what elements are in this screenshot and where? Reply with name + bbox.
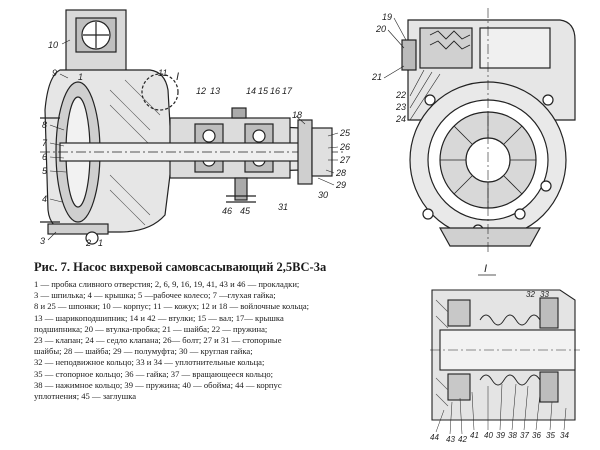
callout-34: 34	[560, 431, 569, 440]
callout-9: 9	[52, 68, 57, 78]
callout-10: 10	[48, 40, 58, 50]
callout-46: 46	[222, 206, 232, 216]
callout-25: 25	[339, 128, 351, 138]
callout-32: 32	[526, 290, 535, 299]
callout-21: 21	[371, 72, 382, 82]
end-view-leader-lines	[383, 17, 441, 121]
detail-view	[430, 289, 580, 421]
callout-1-top: 1	[78, 72, 83, 82]
callout-14: 14	[246, 86, 256, 96]
callout-42: 42	[458, 435, 467, 444]
section-mark-detail: I	[484, 263, 487, 275]
main-leader-lines	[47, 39, 339, 241]
callout-4: 4	[42, 194, 47, 204]
callout-27: 27	[339, 155, 351, 165]
callout-40: 40	[484, 431, 493, 440]
callout-39: 39	[496, 431, 505, 440]
callout-38: 38	[508, 431, 517, 440]
callout-22: 22	[395, 90, 406, 100]
legend-line: уплотнения; 45 — заглушка	[34, 391, 137, 402]
legend-line: 23 — клапан; 24 — седло клапана; 26— бол…	[34, 335, 282, 346]
callout-13: 13	[210, 86, 220, 96]
callout-43: 43	[446, 435, 455, 444]
main-callouts: 10 9 1 11 13 12 14 15 16 17 8 7 6 5 4 18…	[40, 40, 351, 248]
section-mark-main: I	[176, 71, 179, 83]
callout-2: 2	[85, 238, 91, 248]
figure-legend: 1 — пробка сливного отверстия; 2, 6, 9, …	[34, 279, 414, 402]
figure-title: Рис. 7. Насос вихревой самовсасывающий 2…	[34, 260, 327, 274]
callout-12: 12	[196, 86, 206, 96]
legend-line: 38 — нажимное кольцо; 39 — пружина; 40 —…	[34, 379, 282, 390]
callout-41: 41	[470, 431, 479, 440]
legend-line: 13 — шарикоподшипник; 14 и 42 — втулки; …	[34, 312, 284, 323]
legend-line: шайбы; 28 — шайба; 29 — полумуфта; 30 — …	[34, 346, 253, 357]
callout-24: 24	[395, 114, 406, 124]
legend-line: 8 и 25 — шпонки; 10 — корпус; 11 — кожух…	[34, 301, 310, 312]
legend-line: 1 — пробка сливного отверстия; 2, 6, 9, …	[34, 279, 300, 289]
detail-callouts: 32 33 44 43 42 41 40 39 38 37 36 35 34	[430, 290, 569, 444]
callout-31: 31	[278, 202, 288, 212]
callout-28: 28	[335, 168, 346, 178]
legend-line: 32 — неподвижное кольцо; 33 и 34 — уплот…	[34, 357, 265, 368]
detail-leader-lines	[435, 383, 567, 435]
callout-1-bottom: 1	[98, 238, 103, 248]
end-view	[401, 8, 576, 252]
callout-45: 45	[240, 206, 251, 216]
callout-17: 17	[282, 86, 293, 96]
callout-19: 19	[382, 12, 392, 22]
callout-30: 30	[318, 190, 328, 200]
callout-7: 7	[42, 138, 48, 148]
callout-6: 6	[42, 152, 47, 162]
callout-26: 26	[339, 142, 350, 152]
callout-23: 23	[395, 102, 406, 112]
callout-15: 15	[258, 86, 269, 96]
callout-18: 18	[292, 110, 302, 120]
legend-line: подшипника; 20 — втулка-пробка; 21 — шай…	[34, 323, 268, 334]
callout-29: 29	[335, 180, 346, 190]
end-view-callouts: 19 20 21 22 23 24	[371, 12, 406, 124]
figure-caption: Рис. 7. Насос вихревой самовсасывающий 2…	[34, 260, 414, 402]
callout-33: 33	[540, 290, 549, 299]
callout-8: 8	[42, 120, 47, 130]
callout-16: 16	[270, 86, 280, 96]
callout-3: 3	[40, 236, 45, 246]
callout-11: 11	[158, 68, 167, 78]
legend-line: 35 — стопорное кольцо; 36 — гайка; 37 — …	[34, 368, 274, 379]
callout-44: 44	[430, 433, 439, 442]
callout-37: 37	[520, 431, 529, 440]
callout-5: 5	[42, 166, 48, 176]
main-section-view	[40, 9, 345, 245]
callout-20: 20	[375, 24, 386, 34]
callout-36: 36	[532, 431, 541, 440]
legend-line: 3 — шпилька; 4 — крышка; 5 —рабочее коле…	[34, 290, 276, 301]
callout-35: 35	[546, 431, 555, 440]
